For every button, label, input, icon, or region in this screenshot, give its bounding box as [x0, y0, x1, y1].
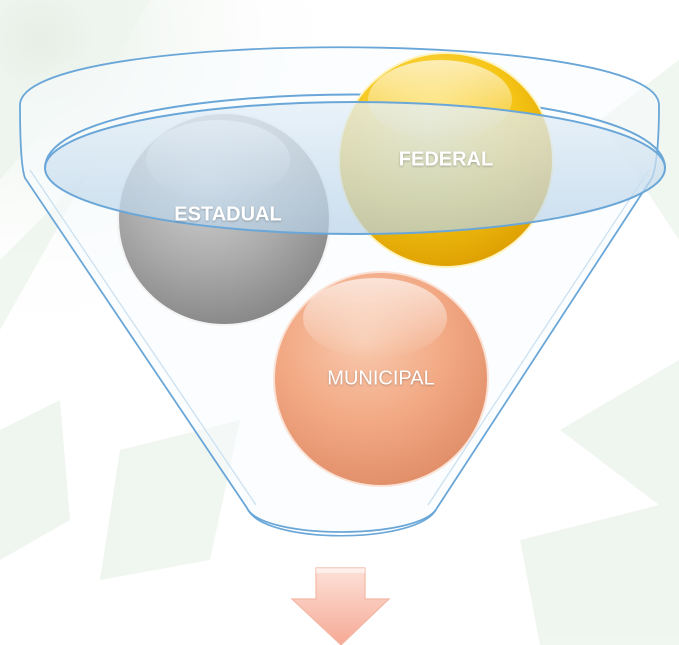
circle-municipal [273, 271, 489, 487]
funnel-rim [44, 101, 666, 235]
funnel-rim-back [44, 93, 666, 169]
